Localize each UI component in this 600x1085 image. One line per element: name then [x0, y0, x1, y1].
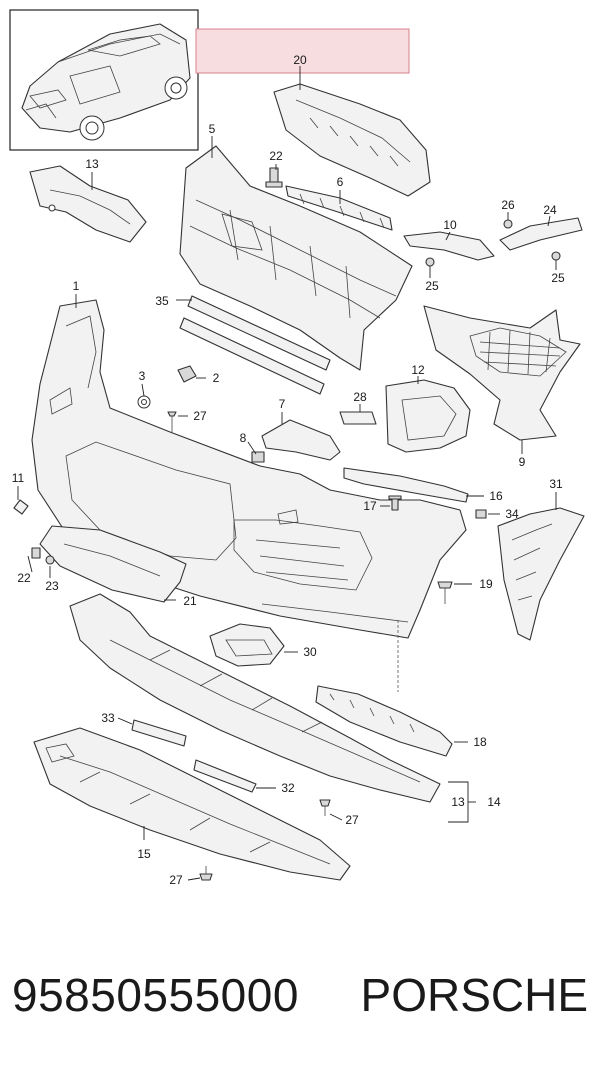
callout-27: 27: [169, 873, 183, 887]
vehicle-thumbnail: [9, 9, 199, 151]
callout-7: 7: [279, 397, 286, 411]
part-11-sensor: [13, 499, 29, 515]
callout-9: 9: [519, 455, 526, 469]
callout-32: 32: [281, 781, 295, 795]
callout-17: 17: [363, 499, 377, 513]
part-27-screw-b: [319, 799, 331, 816]
part-9-grille: [423, 305, 581, 441]
callout-10: 10: [443, 218, 457, 232]
part-8-clip: [251, 451, 265, 463]
callout-31: 31: [549, 477, 563, 491]
part-22-23-fasteners: [31, 547, 55, 565]
part-7-bracket: [261, 419, 341, 461]
callout-25: 25: [425, 279, 439, 293]
part-24-bracket: [499, 217, 583, 251]
part-18-spoiler-trim: [315, 685, 453, 757]
callout-33: 33: [101, 711, 115, 725]
callout-12: 12: [411, 363, 425, 377]
exploded-parts-diagram: 20 5 22 6 13 10 26 24 25 25 1 35 3 2 27 …: [9, 9, 585, 887]
footer: 95850555000 PORSCHE: [0, 968, 600, 1048]
part-34-clip: [475, 509, 487, 519]
callout-6: 6: [337, 175, 344, 189]
part-31-side-bracket: [497, 507, 585, 641]
callout-24: 24: [543, 203, 557, 217]
callout-27: 27: [193, 409, 207, 423]
callout-18: 18: [473, 735, 487, 749]
callout-23: 23: [45, 579, 59, 593]
brand-name: PORSCHE: [360, 969, 588, 1021]
callout-15: 15: [137, 847, 151, 861]
part-16-trim: [343, 467, 469, 503]
callout-26: 26: [501, 198, 515, 212]
part-26-clip: [503, 219, 513, 229]
callout-13: 13: [85, 157, 99, 171]
callout-27: 27: [345, 813, 359, 827]
part-15-undertray: [33, 727, 351, 881]
part-5-grille-carrier: [179, 145, 413, 371]
callout-34: 34: [505, 507, 519, 521]
callout-22: 22: [269, 149, 283, 163]
callout-13: 13: [451, 795, 465, 809]
part-19-screw: [437, 581, 453, 604]
part-27-screw-c: [199, 866, 213, 881]
part-3-grommet: [137, 395, 151, 409]
highlight-part-20[interactable]: [195, 28, 410, 74]
part-33-32-strips: [131, 719, 257, 793]
callout-28: 28: [353, 390, 367, 404]
callout-19: 19: [479, 577, 493, 591]
part-13-14-lower-spoiler: [69, 593, 441, 803]
callout-20: 20: [293, 53, 307, 67]
part-27-screw-a: [167, 411, 177, 432]
part-28-clip: [339, 411, 377, 425]
part-35-strips: [179, 295, 331, 395]
part-21-plate-bracket: [39, 525, 187, 603]
part-number: 95850555000: [12, 969, 299, 1021]
callout-2: 2: [213, 371, 220, 385]
part-13-bracket: [29, 165, 147, 243]
part-12-duct: [385, 379, 471, 453]
part-22-bolt-top: [265, 167, 283, 188]
part-2-sensor: [177, 365, 197, 383]
callout-3: 3: [139, 369, 146, 383]
part-17-bolt: [388, 495, 402, 511]
callout-35: 35: [155, 294, 169, 308]
part-10-bracket: [403, 231, 495, 261]
part-30-fog-trim: [209, 623, 285, 667]
callout-25: 25: [551, 271, 565, 285]
callout-16: 16: [489, 489, 503, 503]
callout-11: 11: [12, 471, 25, 485]
callout-30: 30: [303, 645, 317, 659]
callout-21: 21: [183, 594, 197, 608]
callout-22: 22: [17, 571, 31, 585]
part-25-screws: [425, 251, 561, 267]
callout-1: 1: [73, 279, 80, 293]
callout-14: 14: [487, 795, 501, 809]
part-20-absorber: [273, 83, 431, 197]
callout-5: 5: [209, 122, 216, 136]
callout-8: 8: [240, 431, 247, 445]
